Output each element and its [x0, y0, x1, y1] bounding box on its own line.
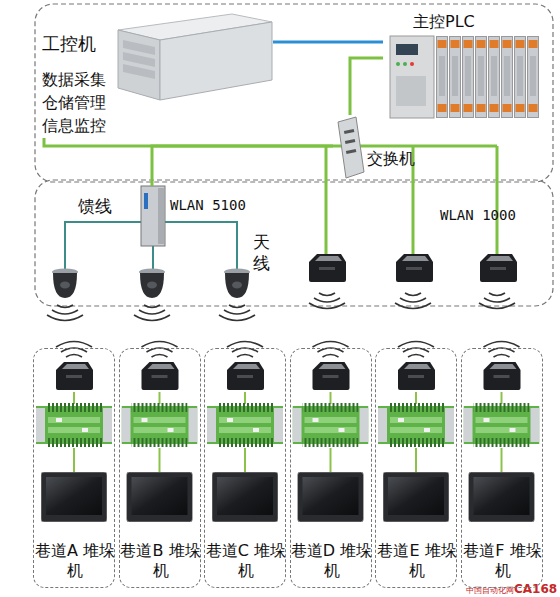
device-model: WLAN 5100: [170, 196, 246, 214]
wireless-waves: [395, 293, 431, 309]
device-model: WLAN 1000: [440, 206, 516, 224]
stacker-equipment: [36, 342, 112, 523]
node-title: 交换机: [367, 149, 415, 169]
stacker-label: 巷道D 堆垛机: [291, 541, 373, 581]
ethernet-link: [44, 138, 333, 146]
ethernet-link: [350, 58, 383, 115]
stacker-equipment: [464, 342, 540, 523]
switch-device: [338, 117, 364, 178]
wlan1000-device: [480, 254, 517, 282]
wlan1000-device: [309, 254, 346, 282]
stacker-label: 巷道C 堆垛机: [205, 541, 287, 581]
antenna-symbol: [139, 269, 165, 299]
stacker-label: 巷道B 堆垛机: [120, 541, 202, 581]
stacker-equipment: [378, 342, 454, 523]
stacker-box: 巷道C 堆垛机: [204, 348, 286, 588]
switch-box: 交换机: [333, 115, 425, 180]
plc-box: 主控PLC: [383, 8, 545, 122]
stacker-label: 巷道A 堆垛机: [34, 541, 116, 581]
stacker-label: 巷道F 堆垛机: [462, 541, 544, 581]
control-zone: [35, 4, 553, 182]
node-title: 工控机: [42, 32, 96, 55]
wireless-waves: [134, 305, 170, 321]
serial-link: [273, 41, 383, 44]
computer-box: 工控机数据采集 仓储管理 信息监控: [38, 10, 273, 138]
cable-label: 馈线: [78, 196, 112, 217]
stacker-equipment: [122, 342, 198, 523]
ethernet-link: [152, 146, 333, 186]
stacker-label: 巷道E 堆垛机: [376, 541, 458, 581]
wlan1000-device: [396, 254, 433, 282]
stacker-box: 巷道F 堆垛机: [461, 348, 543, 588]
antenna-symbol: [224, 269, 250, 299]
stacker-equipment: [293, 342, 369, 523]
antenna-label: 天线: [253, 232, 273, 274]
industrial-pc: [118, 14, 272, 100]
plc-rack: [390, 36, 539, 118]
wireless-waves: [309, 293, 345, 309]
stacker-box: 巷道E 堆垛机: [375, 348, 457, 588]
wlan5100-device: [141, 186, 165, 246]
wireless-zone: [35, 180, 553, 306]
stacker-box: 巷道A 堆垛机: [33, 348, 115, 588]
node-title: 主控PLC: [413, 12, 475, 32]
stacker-equipment: [207, 342, 283, 523]
wireless-waves: [479, 293, 515, 309]
access-point-box: WLAN 5100: [138, 186, 258, 246]
stacker-box: 巷道D 堆垛机: [290, 348, 372, 588]
wireless-waves: [219, 305, 255, 321]
wireless-waves: [47, 305, 83, 321]
function-list: 数据采集 仓储管理 信息监控: [42, 68, 116, 137]
watermark: CA168: [514, 582, 557, 597]
antenna-symbol: [52, 269, 78, 299]
stacker-box: 巷道B 堆垛机: [119, 348, 201, 588]
